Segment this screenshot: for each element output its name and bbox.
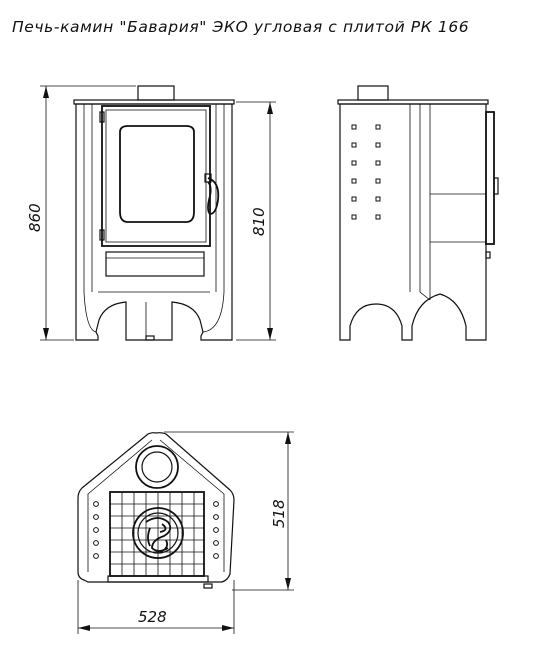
dim-518-arrow-bottom xyxy=(285,578,291,590)
dim-528-label: 528 xyxy=(138,608,167,626)
top-hob-dragon-ornament xyxy=(145,517,172,553)
dim-528-arrow-right xyxy=(222,625,234,631)
top-right-holes xyxy=(213,501,219,559)
side-panel-divider xyxy=(409,104,431,301)
dim-810-label: 810 xyxy=(250,207,268,236)
dim-860-label: 860 xyxy=(26,203,44,232)
front-door-frame xyxy=(101,105,211,247)
side-flue-pipe xyxy=(357,85,389,101)
front-ash-drawer xyxy=(105,251,205,277)
top-left-holes xyxy=(93,501,99,559)
top-hob-grid-frame xyxy=(109,491,205,577)
side-door-edge xyxy=(485,111,495,245)
side-ash-drawer-edge xyxy=(485,251,491,259)
top-plate-outline xyxy=(77,432,235,583)
dim-810-arrow-top xyxy=(267,102,273,114)
top-flue-inner xyxy=(141,451,173,483)
front-door-glass xyxy=(119,125,195,223)
top-view xyxy=(77,432,235,589)
side-body-outline xyxy=(339,103,487,341)
top-handle xyxy=(203,583,213,589)
dim-860-arrow-bottom xyxy=(43,328,49,340)
front-hinge-top xyxy=(99,111,105,123)
front-handle-latch xyxy=(204,173,212,183)
front-door-handle xyxy=(207,177,220,215)
front-center-foot xyxy=(145,335,155,341)
top-flue-outer xyxy=(135,445,179,489)
dim-518-label: 518 xyxy=(270,499,288,528)
dimension-depth: 518 xyxy=(164,431,294,591)
side-convection-holes xyxy=(351,124,381,220)
top-hob-ring-inner xyxy=(137,512,179,554)
top-front-door-edge xyxy=(107,575,209,583)
front-hinge-bottom xyxy=(99,229,105,241)
top-hob-ring-outer xyxy=(132,507,184,559)
dim-860-arrow-top xyxy=(43,86,49,98)
drawing-title: Печь-камин "Бавария" ЭКО угловая с плито… xyxy=(12,18,469,36)
front-body-outline xyxy=(75,103,233,341)
front-door-inner-frame xyxy=(105,109,207,243)
dimension-total-height: 860 xyxy=(26,85,136,341)
dim-518-arrow-top xyxy=(285,432,291,444)
front-flue-pipe xyxy=(137,85,175,101)
side-door-handle xyxy=(493,177,499,195)
top-hob-grid-lines xyxy=(110,492,204,576)
front-view xyxy=(73,85,235,341)
top-plate-inner xyxy=(87,439,225,572)
dim-528-arrow-left xyxy=(78,625,90,631)
dimension-width: 528 xyxy=(77,580,235,634)
side-view xyxy=(337,85,499,341)
dimension-body-height: 810 xyxy=(236,101,276,341)
dim-810-arrow-bottom xyxy=(267,328,273,340)
front-leg-arch xyxy=(83,291,225,333)
